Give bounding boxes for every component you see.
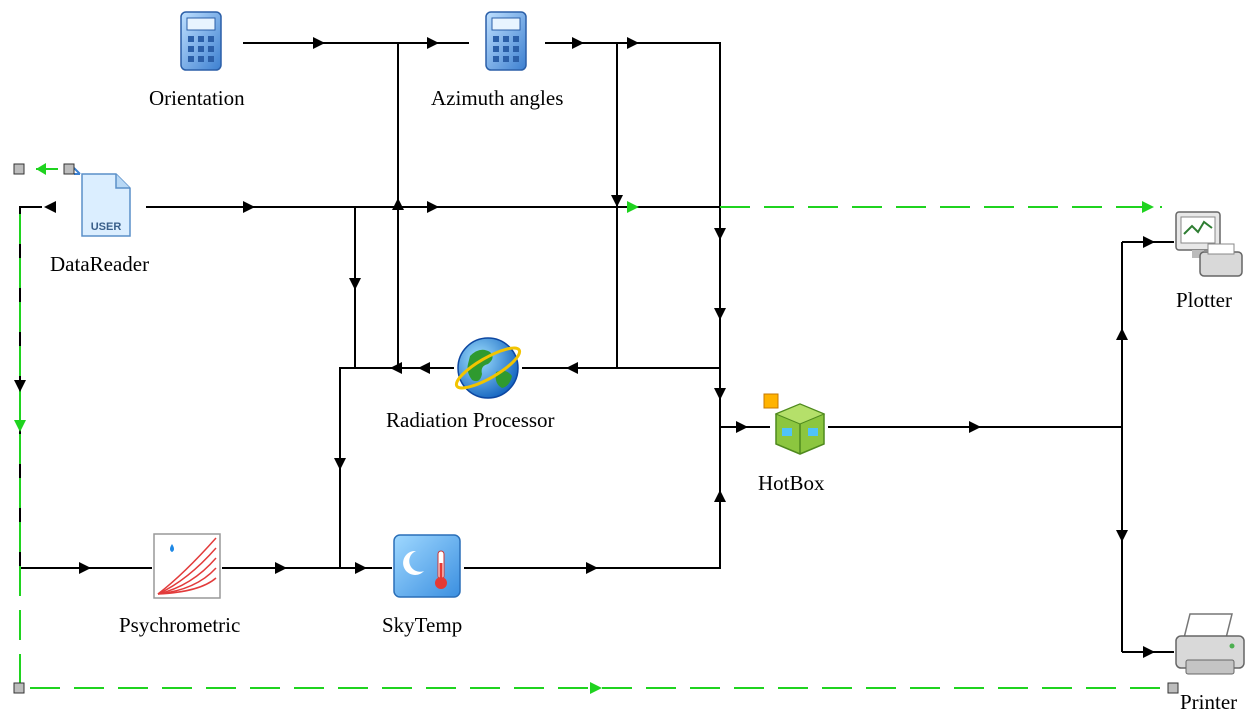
link-handle <box>63 163 75 175</box>
globe-icon[interactable] <box>452 337 524 399</box>
hotbox-cube-icon[interactable] <box>763 393 826 455</box>
hotbox-label: HotBox <box>758 471 825 495</box>
user-data-file-icon[interactable]: USER <box>73 167 131 237</box>
calculator-icon[interactable] <box>485 11 527 71</box>
calculator-icon[interactable] <box>180 11 222 71</box>
radiation-processor-label: Radiation Processor <box>386 408 555 432</box>
azimuth-angles-label: Azimuth angles <box>431 86 564 110</box>
orientation-label: Orientation <box>149 86 245 110</box>
control-link-arrows <box>14 163 1154 694</box>
printer-icon[interactable] <box>1175 613 1245 675</box>
link-handle <box>13 682 25 694</box>
control-links <box>19 168 1172 689</box>
link-handles[interactable] <box>13 163 1179 694</box>
psychrometric-label: Psychrometric <box>119 613 241 637</box>
plotter-monitor-icon[interactable] <box>1175 211 1243 277</box>
printer-label: Printer <box>1180 690 1238 714</box>
link-handle <box>13 163 25 175</box>
flow-arrows <box>14 37 1155 658</box>
plotter-label: Plotter <box>1176 288 1232 312</box>
skytemp-label: SkyTemp <box>382 613 463 637</box>
user-file-text: USER <box>91 221 122 233</box>
sky-temperature-icon[interactable] <box>393 534 461 598</box>
psychrometric-chart-icon[interactable] <box>153 533 221 599</box>
link-handle <box>1167 682 1179 694</box>
datareader-label: DataReader <box>50 252 150 276</box>
